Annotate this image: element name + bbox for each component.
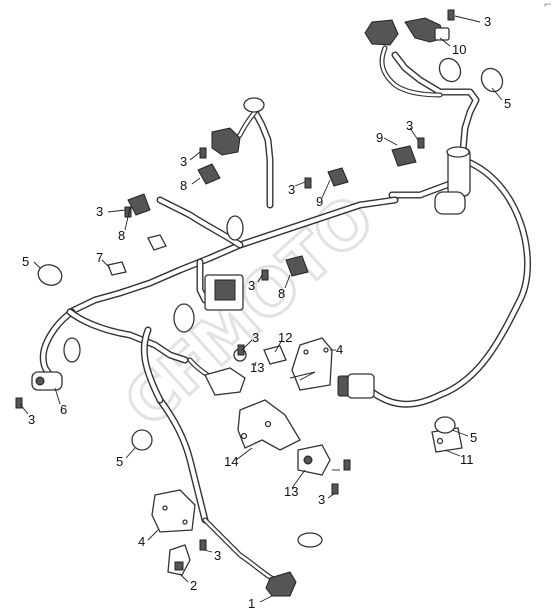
callout-3: 3 [96,204,103,219]
callout-8: 8 [118,228,125,243]
callout-3: 3 [180,154,187,169]
callout-3: 3 [248,278,255,293]
callout-3: 3 [484,14,491,29]
callout-4: 4 [138,534,145,549]
bolts [15,9,455,551]
connector-top [364,19,399,46]
sensor-1 [265,571,297,597]
sensor-6 [31,371,63,391]
main-harness [39,51,531,524]
rings [37,57,504,548]
sensor-2 [167,544,191,576]
harness-junction [434,146,471,215]
callout-1: 1 [248,596,255,611]
callout-13: 13 [284,484,298,499]
callouts: 3 10 5 3 9 3 8 3 9 3 8 5 7 3 8 3 12 13 4… [22,14,511,611]
callout-9: 9 [316,194,323,209]
callout-12: 12 [278,330,292,345]
callout-13: 13 [250,360,264,375]
callout-3: 3 [318,492,325,507]
callout-3: 3 [288,182,295,197]
bracket-14 [237,399,301,451]
callout-11: 11 [460,452,474,467]
callout-3: 3 [406,118,413,133]
bracket-4-upper [289,337,333,391]
callout-14: 14 [224,454,238,469]
clips [107,145,417,365]
callout-3: 3 [28,412,35,427]
callout-6: 6 [60,402,67,417]
callout-5: 5 [504,96,511,111]
connector-10 [404,17,450,43]
connector-right-lower [337,373,375,399]
leader-lines [19,15,503,603]
sensor-13-lower [297,444,331,476]
callout-9: 9 [376,130,383,145]
callout-5: 5 [22,254,29,269]
watermark: CFMOTO [111,182,389,442]
callout-10: 10 [452,42,466,57]
callout-5: 5 [470,430,477,445]
callout-7: 7 [96,250,103,265]
callout-8: 8 [278,286,285,301]
bracket-4-lower [151,489,196,533]
callout-8: 8 [180,178,187,193]
callout-3: 3 [214,548,221,563]
callout-4: 4 [336,342,343,357]
connector-center-top [211,127,241,156]
callout-3: 3 [252,330,259,345]
corner-mark: ⌐ [543,0,552,11]
callout-5: 5 [116,454,123,469]
relay-module [204,274,244,311]
callout-2: 2 [190,578,197,593]
branch-wires [187,45,443,583]
